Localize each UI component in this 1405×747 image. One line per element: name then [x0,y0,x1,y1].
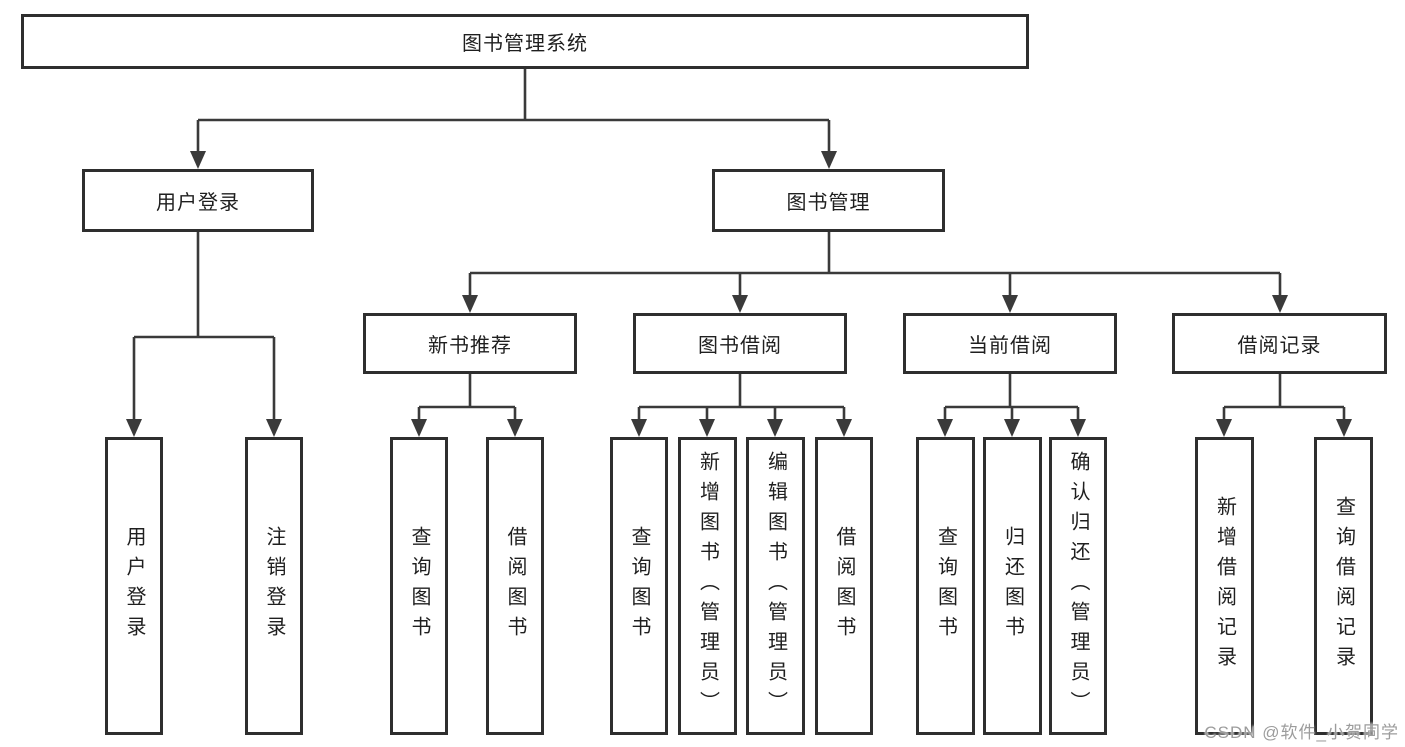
node-label: 当前借阅 [968,335,1052,357]
node-label: 查询借阅记录 [1332,496,1355,676]
node-leaf-query-books-borrow: 查询图书 [610,437,668,735]
node-label: 注销登录 [263,526,285,646]
node-leaf-add-borrow-record: 新增借阅记录 [1195,437,1254,735]
node-label: 借阅图书 [833,526,855,646]
connector-book-management-to-level3 [468,232,1282,297]
node-leaf-query-borrow-record: 查询借阅记录 [1314,437,1373,735]
node-new-book-recommend: 新书推荐 [363,313,577,374]
node-label: 归还图书 [1001,526,1024,646]
connector-new-book-recommend-to-leaves [417,374,517,421]
connector-borrow-records-to-leaves [1222,374,1346,421]
node-label: 编辑图书（管理员） [764,451,787,721]
node-leaf-return-books: 归还图书 [983,437,1042,735]
arrowhead-icons [126,151,1352,437]
node-label: 确认归还（管理员） [1067,451,1089,721]
node-label: 查询图书 [934,526,957,646]
node-label: 借阅图书 [504,526,526,646]
node-library-management-system: 图书管理系统 [21,14,1029,69]
node-leaf-query-books-recommend: 查询图书 [390,437,448,735]
node-leaf-borrow-books: 借阅图书 [815,437,873,735]
node-label: 查询图书 [408,526,430,646]
node-leaf-user-login: 用户登录 [105,437,163,735]
node-leaf-borrow-books-recommend: 借阅图书 [486,437,544,735]
connector-book-borrow-to-leaves [637,374,846,421]
node-book-management: 图书管理 [712,169,945,232]
node-label: 用户登录 [123,526,145,646]
node-label: 新增图书（管理员） [696,451,719,721]
node-borrow-records: 借阅记录 [1172,313,1387,374]
node-user-login: 用户登录 [82,169,314,232]
node-leaf-add-books-admin: 新增图书（管理员） [678,437,737,735]
node-label: 图书管理 [786,192,871,214]
node-leaf-confirm-return-admin: 确认归还（管理员） [1049,437,1107,735]
node-label: 图书借阅 [698,335,782,357]
node-label: 新增借阅记录 [1213,496,1236,676]
node-label: 借阅记录 [1237,335,1322,357]
connector-root-to-level2 [196,69,831,153]
node-label: 用户登录 [156,192,240,214]
watermark: CSDN @软件_小贺同学 [1204,723,1399,742]
node-label: 图书管理系统 [462,33,588,55]
node-leaf-edit-books-admin: 编辑图书（管理员） [746,437,805,735]
connector-user-login-to-leaves [132,232,276,420]
node-current-borrow: 当前借阅 [903,313,1117,374]
node-book-borrow: 图书借阅 [633,313,847,374]
node-leaf-logout: 注销登录 [245,437,303,735]
node-leaf-query-books-current: 查询图书 [916,437,975,735]
node-label: 查询图书 [628,526,650,646]
node-label: 新书推荐 [428,335,512,357]
connector-current-borrow-to-leaves [943,374,1080,421]
